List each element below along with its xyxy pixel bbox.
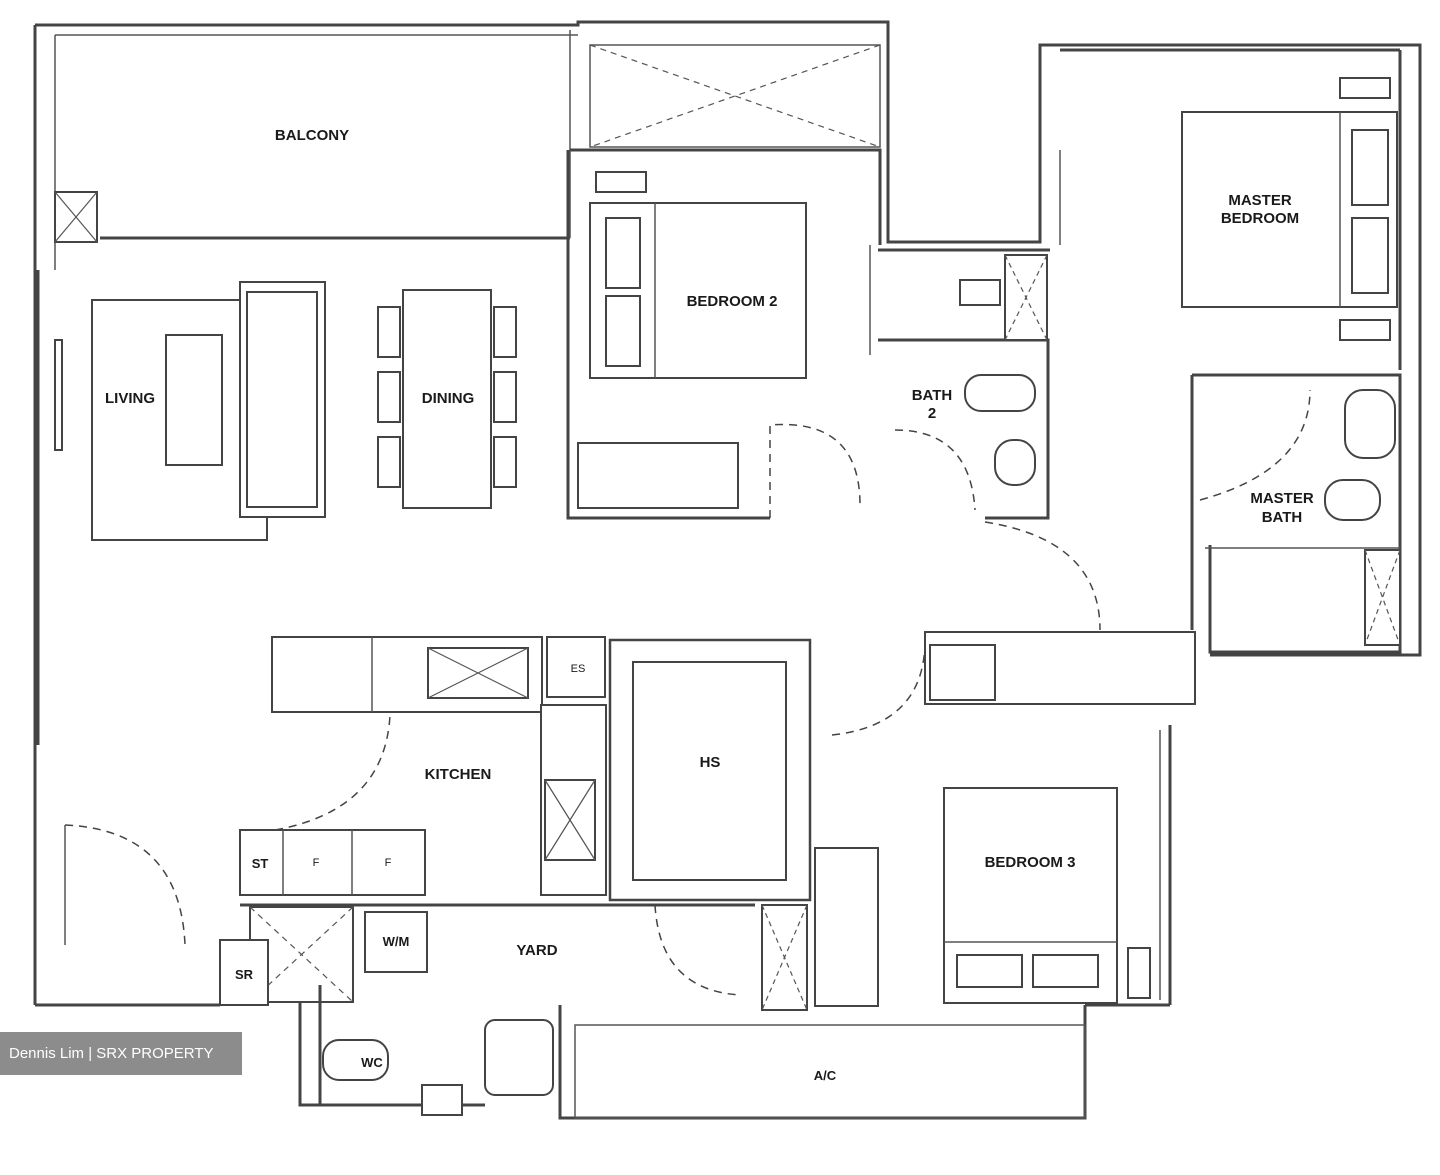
- coffee-table: [165, 334, 223, 466]
- master-door-swing: [984, 521, 1101, 631]
- bedroom3-door-swing: [831, 639, 926, 736]
- yard-label: YARD: [516, 942, 557, 959]
- dining-label: DINING: [422, 390, 475, 407]
- master-bath: MASTER BATH: [1190, 373, 1402, 654]
- kitchen-label: KITCHEN: [425, 766, 492, 783]
- es-box: [546, 636, 606, 698]
- st-label: ST: [252, 856, 269, 871]
- planter-void: [589, 44, 881, 148]
- bedroom-2-label: BEDROOM 2: [687, 293, 778, 310]
- kitchen: ES KITCHEN: [271, 636, 607, 896]
- household-shelter: HS: [608, 638, 812, 996]
- wc-2: [964, 374, 1036, 412]
- main-door-swing: [64, 824, 186, 946]
- sr-label: SR: [235, 967, 254, 982]
- master-shower: [1364, 549, 1401, 646]
- lamp-master-1: [1339, 77, 1391, 99]
- balcony-area: BALCONY: [54, 30, 571, 243]
- balcony-label: BALCONY: [275, 127, 349, 144]
- dining-table: [402, 289, 492, 509]
- washing-machine: [364, 911, 428, 973]
- kitchen-door-swing: [274, 714, 391, 831]
- bedroom-2: BEDROOM 2: [566, 148, 882, 520]
- master-basin: [1344, 389, 1396, 459]
- fridge-label-2: F: [385, 857, 392, 869]
- fridge-label-1: F: [313, 857, 320, 869]
- window-living: [54, 339, 63, 451]
- wc-room: WC: [318, 985, 554, 1116]
- wc-toilet: [322, 1039, 389, 1081]
- master-bath-label-2: BATH: [1262, 509, 1303, 526]
- wc-basin: [421, 1084, 463, 1116]
- sr-box: [219, 939, 269, 1006]
- master-bath-label-1: MASTER: [1250, 490, 1314, 507]
- living-area: LIVING: [36, 270, 326, 745]
- bath-2-label-1: BATH: [912, 387, 953, 404]
- bedroom-3-label: BEDROOM 3: [985, 854, 1076, 871]
- ac-ledge: A/C: [574, 1024, 1086, 1119]
- bedroom3-wardrobe-2: [814, 847, 879, 1007]
- master-bedroom-label-1: MASTER: [1228, 192, 1292, 209]
- fridge-row: ST F F: [239, 829, 426, 896]
- ac-unit-small: [484, 1019, 554, 1096]
- yard: W/M YARD SR: [64, 824, 808, 1011]
- watermark: Dennis Lim | SRX PROPERTY: [0, 1032, 242, 1075]
- wardrobe-2: [577, 442, 739, 509]
- basin-2: [994, 439, 1036, 486]
- lamp-2: [595, 171, 647, 193]
- master-bedroom-label-2: BEDROOM: [1221, 210, 1299, 227]
- wm-label: W/M: [383, 934, 410, 949]
- hs-label: HS: [700, 754, 721, 771]
- ac-label: A/C: [814, 1068, 837, 1083]
- sofa-cushion: [246, 291, 318, 508]
- bedroom-3: BEDROOM 3: [814, 631, 1196, 1007]
- wc-label: WC: [361, 1055, 383, 1070]
- lamp-master-2: [1339, 319, 1391, 341]
- bath-2-label-2: 2: [928, 405, 936, 422]
- lamp-3: [1127, 947, 1151, 999]
- bath-2: BATH 2: [878, 248, 1050, 520]
- master-bedroom: MASTER BEDROOM: [1059, 48, 1402, 370]
- living-label: LIVING: [105, 390, 155, 407]
- basin-top-2: [959, 279, 1001, 306]
- shower-2: [1004, 254, 1048, 341]
- master-wc: [1324, 479, 1381, 521]
- es-label: ES: [571, 663, 586, 675]
- dining-area: DINING: [377, 289, 517, 509]
